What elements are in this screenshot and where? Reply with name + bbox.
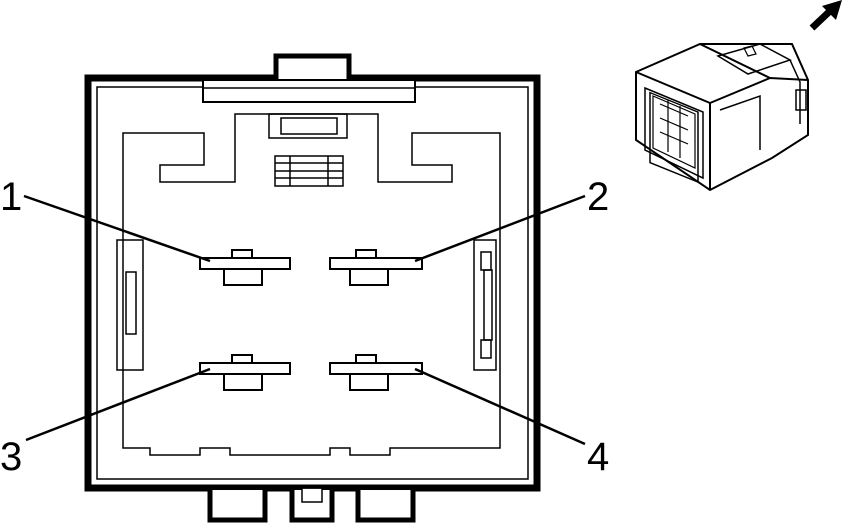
direction-arrow-icon (809, 0, 842, 31)
pin-label-4: 4 (587, 435, 609, 479)
leader-lines (23, 194, 586, 446)
leader-line-1 (23, 194, 211, 263)
pin-label-3: 3 (0, 435, 22, 479)
terminal-4 (329, 354, 423, 391)
leader-line-4 (414, 367, 586, 446)
connector-housing (84, 53, 541, 523)
terminal-1 (199, 249, 291, 286)
pin-label-1: 1 (0, 175, 22, 219)
connector-3d-view (635, 43, 809, 192)
terminal-2 (329, 249, 423, 286)
leader-line-3 (25, 367, 211, 442)
connector-cavity (116, 113, 501, 456)
leader-line-2 (414, 194, 586, 263)
terminal-3 (199, 354, 291, 391)
pin-label-2: 2 (587, 175, 609, 219)
